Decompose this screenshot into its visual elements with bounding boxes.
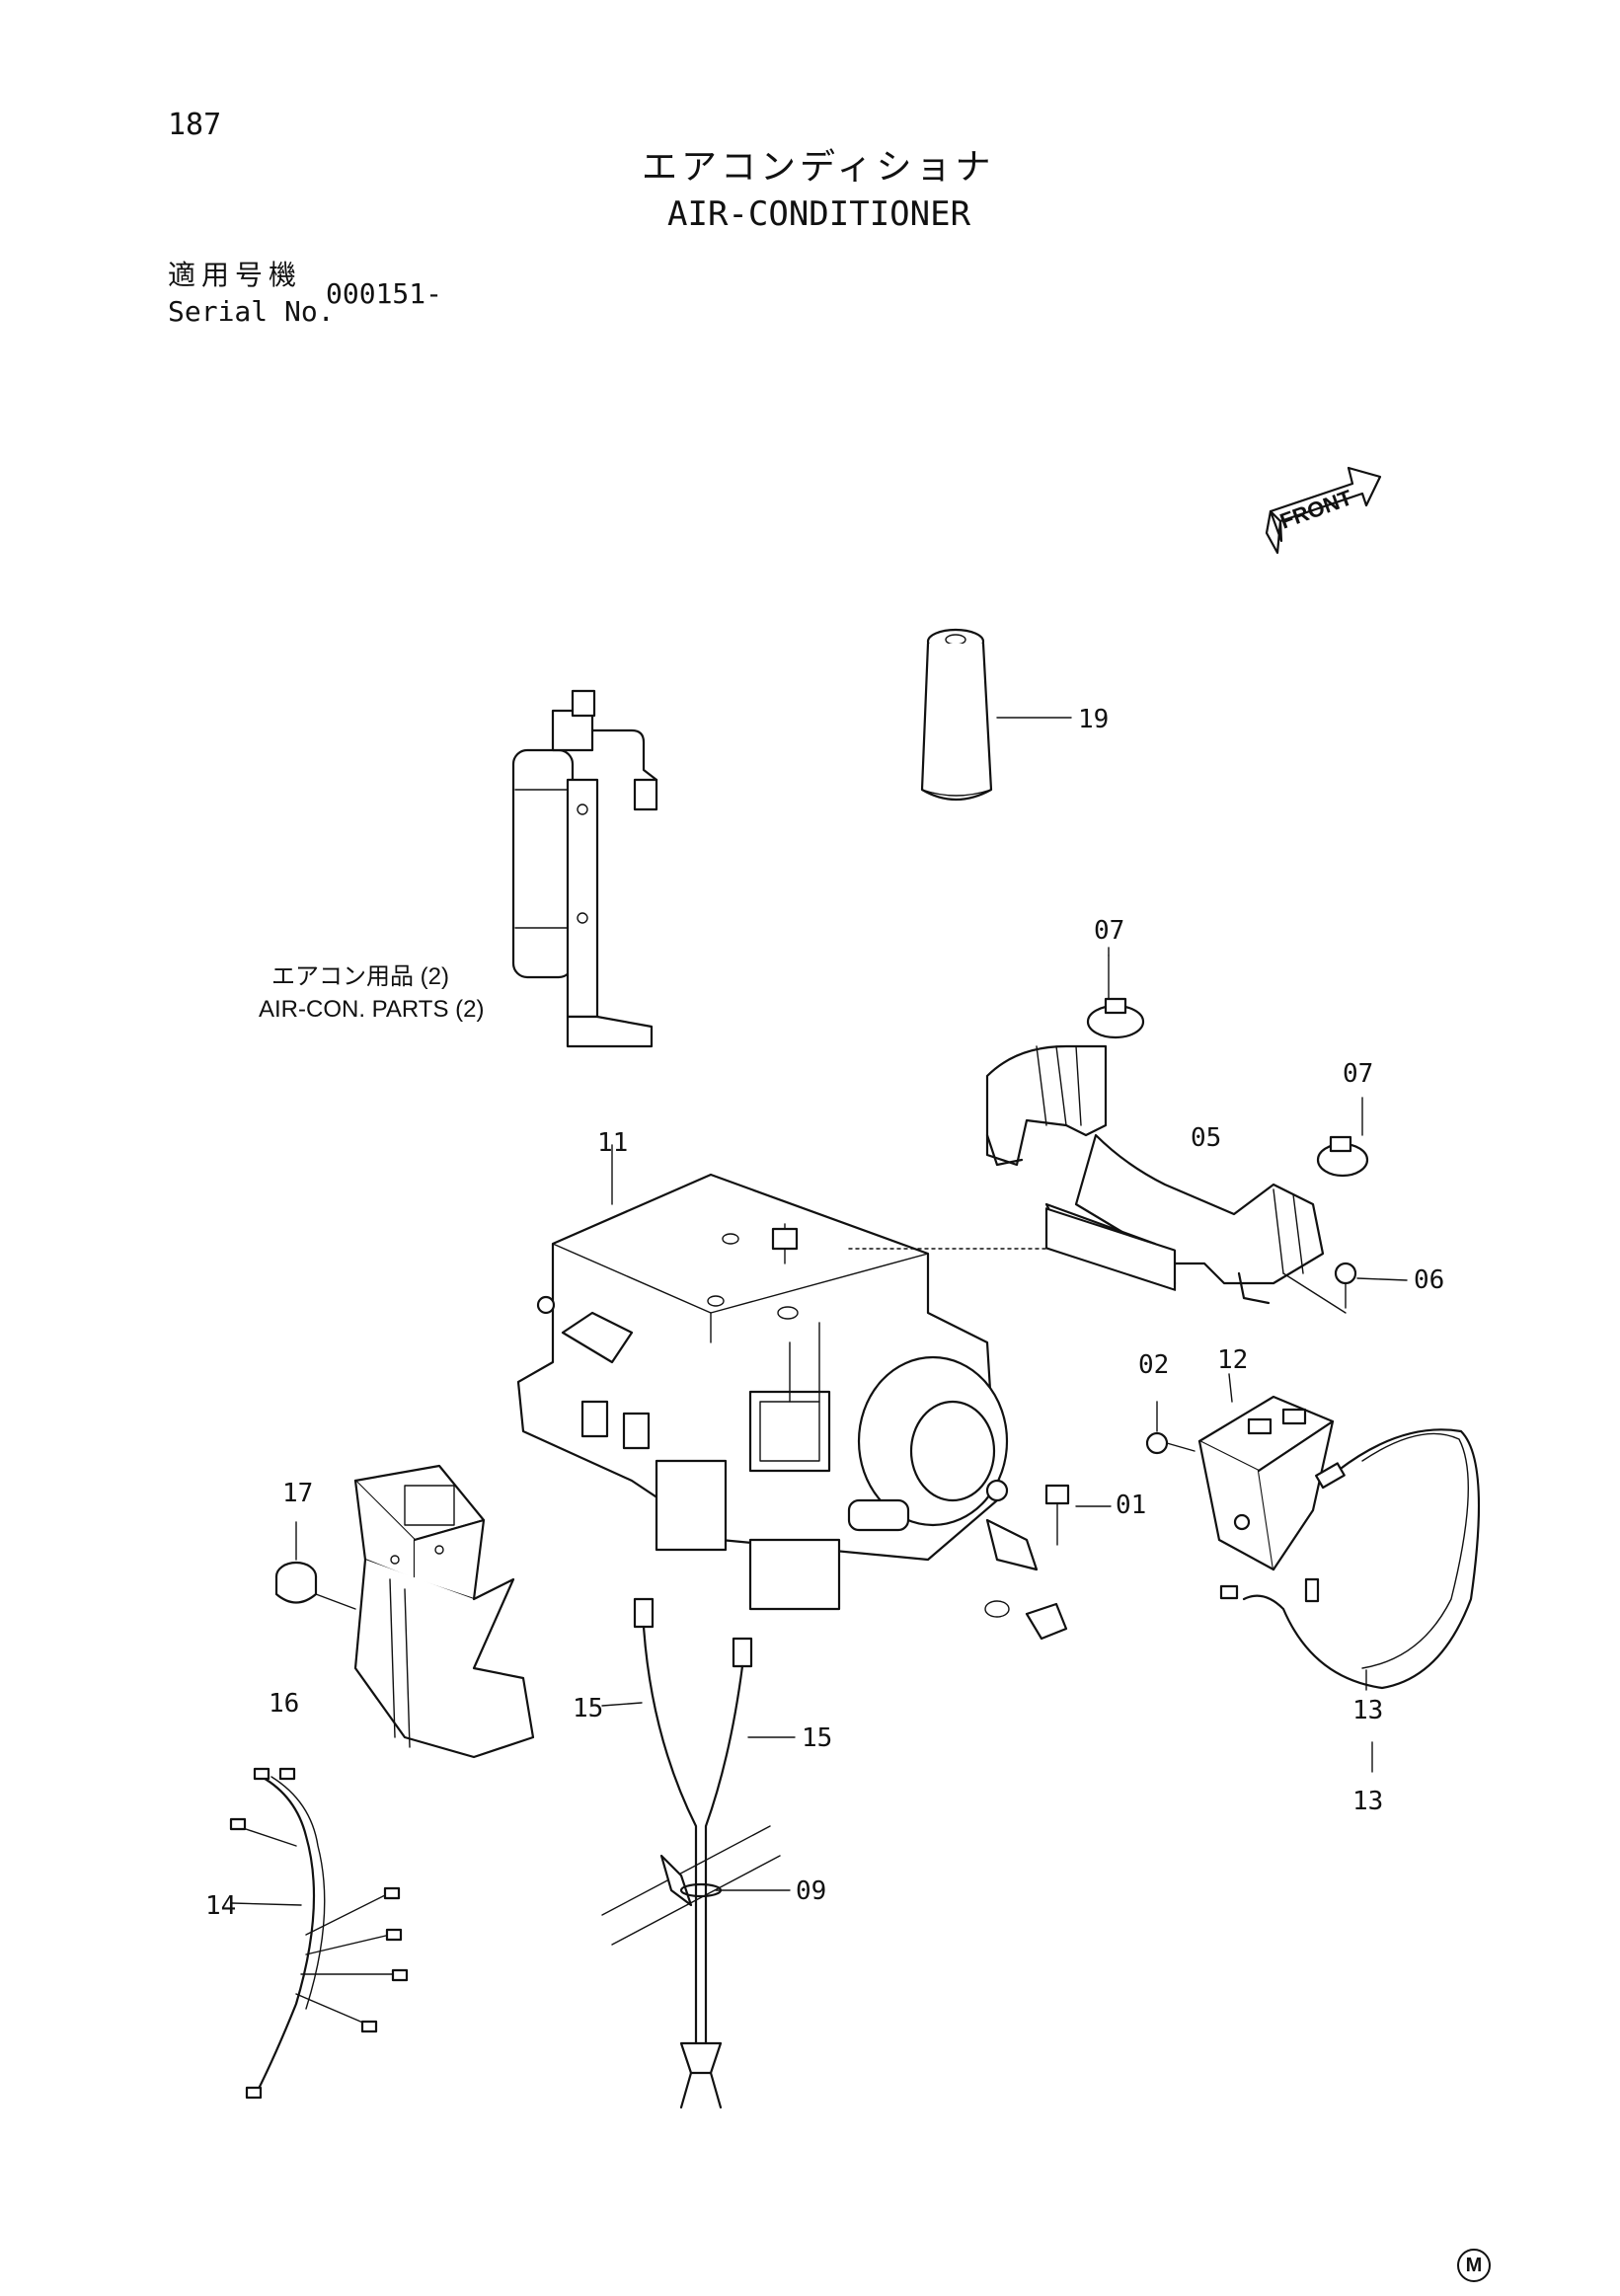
serial-label-japanese: 適用号機 [168, 259, 303, 291]
callout-01: 01 [1116, 1491, 1147, 1520]
callout-07-upper: 07 [1094, 916, 1125, 946]
callout-12: 12 [1217, 1345, 1249, 1375]
circled-m-mark: M [1457, 2249, 1491, 2282]
front-arrow-label: FRONT [1276, 485, 1355, 534]
part-15-drain-hoses [601, 1597, 796, 2109]
serial-label-english: Serial No. [168, 295, 335, 328]
callout-17: 17 [282, 1479, 314, 1508]
front-arrow-icon: FRONT [1265, 466, 1382, 555]
callout-19: 19 [1078, 705, 1110, 734]
callout-15-left: 15 [573, 1694, 604, 1723]
part-01-bolt [1044, 1484, 1112, 1546]
serial-number-value: 000151- [326, 277, 443, 310]
callout-11: 11 [597, 1128, 629, 1158]
part-12-switch-bracket [1197, 1373, 1335, 1571]
title-english: AIR-CONDITIONER [667, 194, 971, 234]
callout-05: 05 [1191, 1123, 1222, 1153]
reference-label-english: AIR-CON. PARTS (2) [259, 996, 485, 1023]
callout-15-right: 15 [802, 1723, 833, 1753]
part-19-boot [920, 628, 1072, 801]
part-09-clamp [659, 1854, 791, 1907]
part-16-vent-duct [353, 1464, 535, 1759]
part-02-screw [1145, 1401, 1196, 1455]
callout-13-lower: 13 [1352, 1787, 1384, 1816]
callout-16: 16 [269, 1689, 300, 1719]
callout-09: 09 [796, 1876, 827, 1906]
part-14-wiring-harness [229, 1767, 409, 2100]
callout-02: 02 [1138, 1350, 1170, 1380]
reference-label-japanese: エアコン用品 (2) [271, 963, 449, 990]
part-07-hose-clamp [1086, 955, 1369, 1178]
title-japanese: エアコンディショナ [642, 147, 995, 188]
callout-14: 14 [205, 1891, 237, 1921]
page-number: 187 [168, 108, 222, 142]
callout-13-upper: 13 [1352, 1696, 1384, 1725]
receiver-drier-assembly [511, 689, 658, 1048]
callout-06: 06 [1414, 1265, 1445, 1295]
part-05-duct [985, 1044, 1325, 1305]
callout-07-lower: 07 [1343, 1059, 1374, 1089]
part-06-bolt [1282, 1262, 1408, 1314]
part-17-grommet [274, 1521, 356, 1610]
part-13-harness [1219, 1428, 1481, 1773]
part-11-air-conditioner-unit [516, 1144, 1068, 1641]
